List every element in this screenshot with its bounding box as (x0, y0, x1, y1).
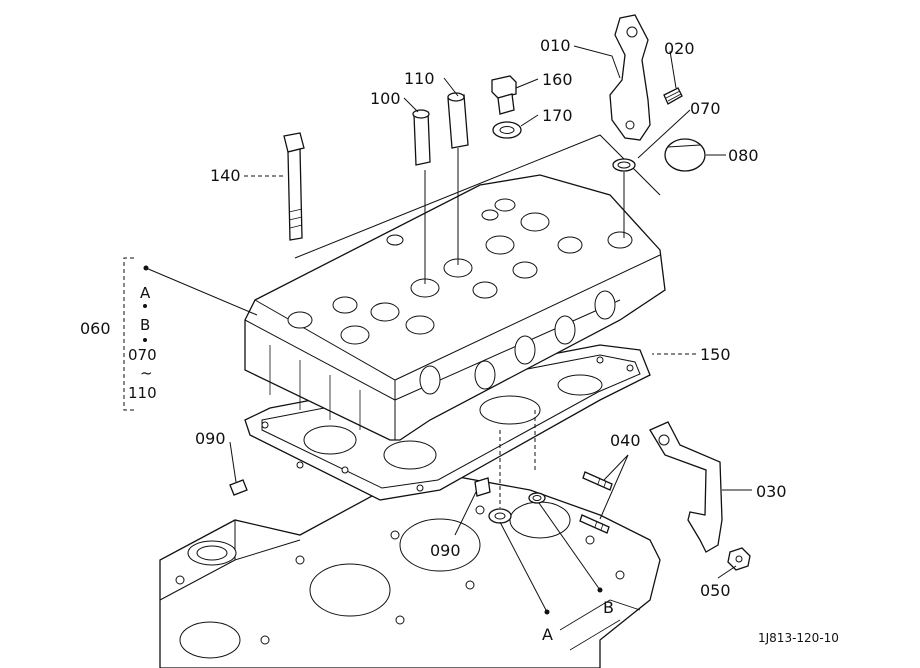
washer-170 (492, 121, 522, 139)
label-030: 030 (756, 482, 787, 501)
kit-range-tilde: ~ (140, 364, 153, 382)
o-ring-a (488, 508, 512, 524)
dowel-090-left (229, 479, 248, 496)
label-ref-b: B (603, 598, 614, 617)
leader-dot-a (544, 609, 550, 615)
lifting-hook (609, 14, 651, 141)
head-gasket (244, 344, 651, 501)
engine-block (159, 469, 661, 668)
cylinder-head (244, 174, 666, 441)
label-020: 020 (664, 39, 695, 58)
label-080: 080 (728, 146, 759, 165)
head-bolt-140 (283, 132, 305, 241)
o-ring-b (528, 492, 546, 504)
bolt-160 (491, 75, 517, 115)
label-140: 140 (210, 166, 241, 185)
seal-070 (612, 158, 636, 172)
kit-bracket (123, 257, 134, 411)
label-050: 050 (700, 581, 731, 600)
label-100: 100 (370, 89, 401, 108)
valve-guide-100 (412, 109, 431, 166)
leader-lines (145, 45, 752, 613)
label-090-center: 090 (430, 541, 461, 560)
nut-050 (727, 547, 751, 571)
label-150: 150 (700, 345, 731, 364)
label-ref-a: A (542, 625, 553, 644)
bolt-020 (663, 87, 683, 105)
stud-040-upper (582, 471, 613, 491)
label-090-left: 090 (195, 429, 226, 448)
leader-dot-060 (143, 265, 149, 271)
kit-item-070: 070 (128, 346, 157, 364)
label-160: 160 (542, 70, 573, 89)
kit-dot-1 (143, 304, 147, 308)
label-060: 060 (80, 319, 111, 338)
label-070: 070 (690, 99, 721, 118)
dowel-090-center (474, 477, 491, 497)
label-170: 170 (542, 106, 573, 125)
kit-item-b: B (140, 316, 150, 334)
kit-item-110: 110 (128, 384, 157, 402)
valve-guide-110 (447, 92, 469, 149)
kit-dot-2 (143, 338, 147, 342)
label-040: 040 (610, 431, 641, 450)
diagram-code: 1J813-120-10 (758, 631, 839, 645)
stud-040-lower (579, 514, 610, 534)
plug-080 (664, 138, 706, 172)
label-010: 010 (540, 36, 571, 55)
bracket-030 (649, 421, 723, 553)
leader-dot-b (597, 587, 603, 593)
kit-item-a: A (140, 284, 151, 302)
head-cover-outline (294, 134, 661, 259)
label-110: 110 (404, 69, 435, 88)
